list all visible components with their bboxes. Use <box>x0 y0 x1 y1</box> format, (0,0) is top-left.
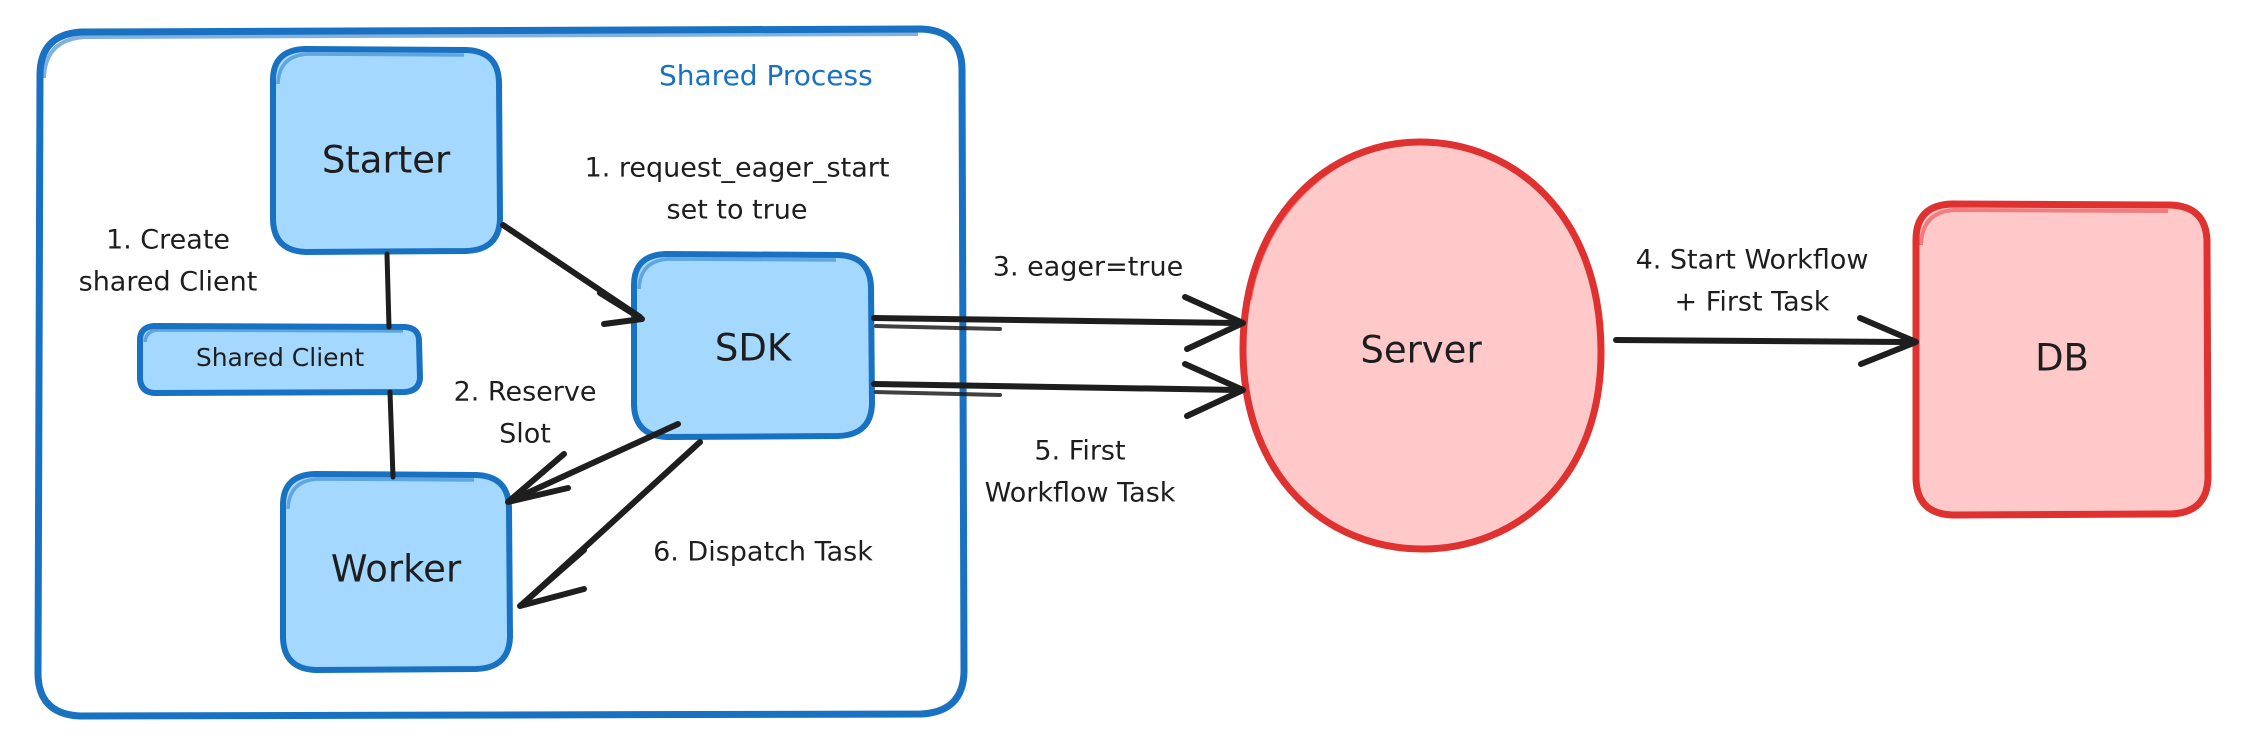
node-worker-label: Worker <box>331 548 462 591</box>
edge-label-eager-true: 3. eager=true <box>993 252 1183 283</box>
edge-starter-sdk <box>500 222 645 327</box>
edge-sdk-server-first-workflow-task <box>871 361 1246 419</box>
node-sdk-label: SDK <box>715 327 793 370</box>
edge-label-line-1: 6. Dispatch Task <box>653 537 873 568</box>
edge-sdk-server-eager-true <box>871 294 1246 352</box>
node-worker[interactable]: Worker <box>280 470 514 674</box>
edge-label-reserve-slot: 2. Reserve Slot <box>454 377 597 450</box>
edge-label-line-1: 1. request_eager_start <box>585 153 890 184</box>
edge-server-db-start-workflow <box>1613 315 1919 367</box>
edge-label-line-2: shared Client <box>79 267 258 298</box>
shared-process-label: Shared Process <box>659 59 873 92</box>
edge-label-first-workflow-task: 5. First Workflow Task <box>985 436 1176 509</box>
edge-label-line-2: Slot <box>499 419 551 450</box>
node-server[interactable]: Server <box>1239 138 1605 553</box>
edge-label-line-2: set to true <box>667 195 808 226</box>
edge-starter-shared-client <box>384 251 392 330</box>
node-db[interactable]: DB <box>1912 200 2212 519</box>
edge-label-request-eager-start: 1. request_eager_start set to true <box>585 153 890 226</box>
node-shared-client[interactable]: Shared Client <box>137 322 424 397</box>
node-sdk[interactable]: SDK <box>631 250 876 441</box>
edge-sdk-worker-reserve-slot <box>505 421 681 505</box>
edge-label-start-workflow: 4. Start Workflow + First Task <box>1636 245 1869 318</box>
edge-shared-client-worker <box>387 389 396 480</box>
node-starter-label: Starter <box>322 139 451 182</box>
edge-label-line-2: + First Task <box>1675 287 1830 318</box>
edge-label-create-shared-client: 1. Create shared Client <box>79 225 258 298</box>
edge-label-line-1: 1. Create <box>106 225 230 256</box>
edge-label-dispatch-task: 6. Dispatch Task <box>653 537 873 568</box>
node-shared-client-label: Shared Client <box>196 343 365 372</box>
edge-label-line-2: Workflow Task <box>985 478 1176 509</box>
node-db-label: DB <box>2035 337 2089 380</box>
edge-label-line-1: 2. Reserve <box>454 377 597 408</box>
edge-label-line-1: 3. eager=true <box>993 252 1183 283</box>
edge-label-line-1: 5. First <box>1034 436 1125 467</box>
edge-label-line-1: 4. Start Workflow <box>1636 245 1869 276</box>
edge-sdk-worker-dispatch-task <box>517 439 703 609</box>
node-server-label: Server <box>1360 329 1482 372</box>
node-starter[interactable]: Starter <box>270 45 504 256</box>
shared-process-container <box>34 25 968 720</box>
